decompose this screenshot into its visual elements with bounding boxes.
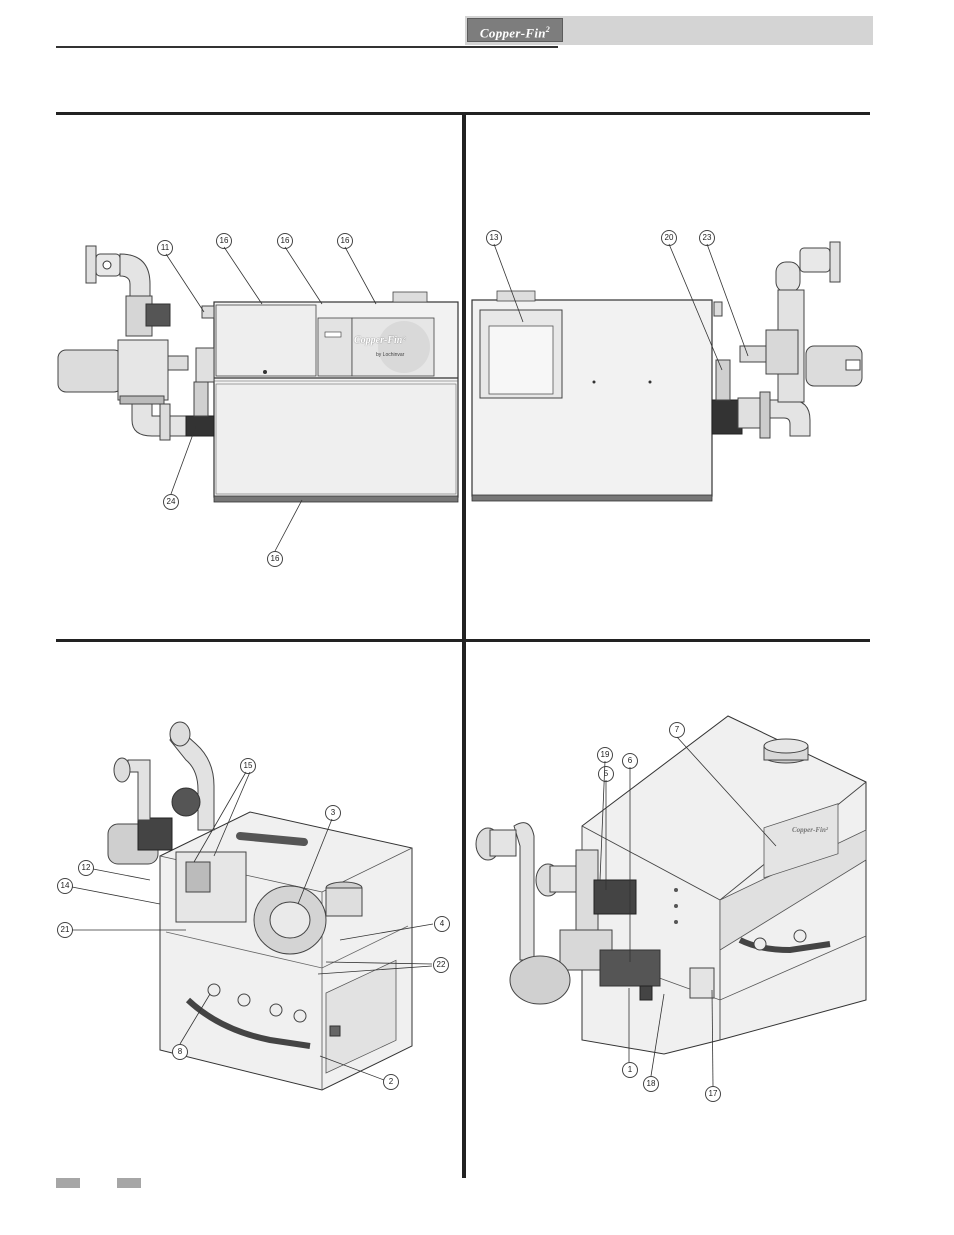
unit-sublogo-front: by Lochinvar — [376, 352, 405, 358]
callout-18: 18 — [643, 1076, 659, 1092]
brand-logo: Copper-Fin2 — [467, 18, 563, 42]
callout-17: 17 — [705, 1086, 721, 1102]
callout-23: 23 — [699, 230, 715, 246]
callout-7: 7 — [669, 722, 685, 738]
callout-20: 20 — [661, 230, 677, 246]
footer-block-right — [117, 1178, 141, 1188]
unit-logo-right: Copper-Fin² — [792, 826, 828, 834]
callout-14: 14 — [57, 878, 73, 894]
callout-22: 22 — [433, 957, 449, 973]
header-rule — [56, 46, 558, 48]
vertical-divider — [462, 114, 466, 1178]
callout-8: 8 — [172, 1044, 188, 1060]
callout-16c: 16 — [337, 233, 353, 249]
unit-logo-front: Copper-Fin² — [354, 335, 406, 346]
callout-16b: 16 — [277, 233, 293, 249]
callout-15: 15 — [240, 758, 256, 774]
callout-3: 3 — [325, 805, 341, 821]
callout-11: 11 — [157, 240, 173, 256]
callout-13: 13 — [486, 230, 502, 246]
callout-2: 2 — [383, 1074, 399, 1090]
callout-24: 24 — [163, 494, 179, 510]
section-rule-top — [56, 112, 870, 115]
callout-4: 4 — [434, 916, 450, 932]
footer-block-left — [56, 1178, 80, 1188]
callout-16a: 16 — [216, 233, 232, 249]
callout-1: 1 — [622, 1062, 638, 1078]
callout-12: 12 — [78, 860, 94, 876]
callout-16d: 16 — [267, 551, 283, 567]
